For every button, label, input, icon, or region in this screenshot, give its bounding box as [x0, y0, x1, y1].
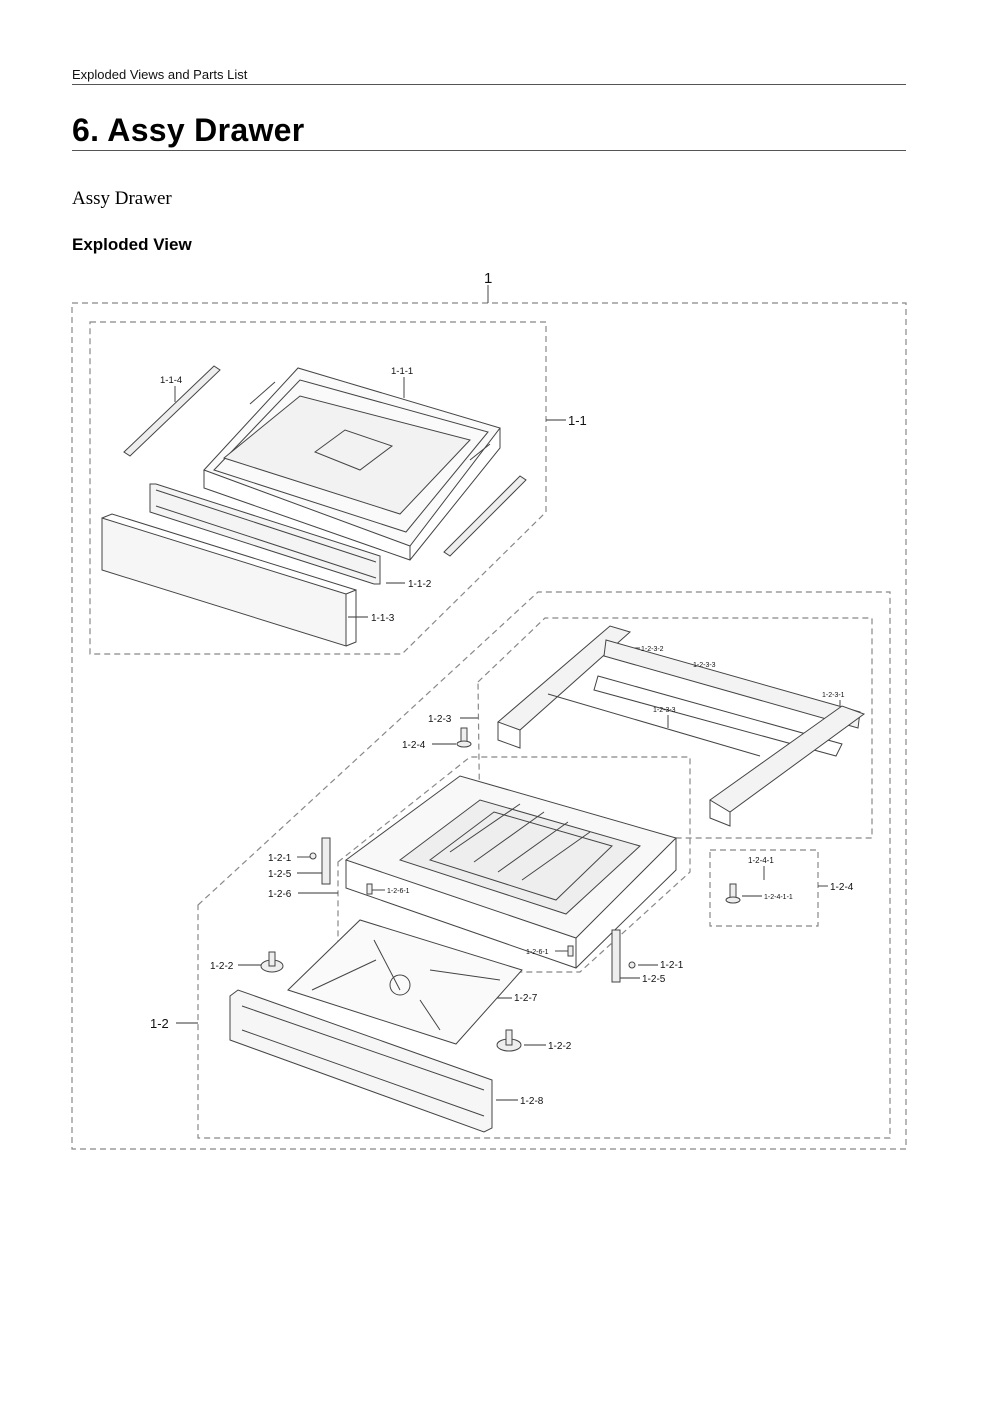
callout-1-1-3: 1-1-3 — [371, 613, 395, 624]
header-rule — [72, 84, 906, 85]
drawer-tray-assembly — [101, 365, 527, 647]
callout-1-2-3-3-upper: 1-2-3-3 — [693, 662, 716, 669]
callout-1-2-6-1-right: 1-2-6-1 — [526, 949, 549, 956]
callout-1-2-1-right: 1-2-1 — [660, 960, 684, 971]
callout-1-2-2-right: 1-2-2 — [548, 1041, 572, 1052]
callout-1-2-7: 1-2-7 — [514, 993, 538, 1004]
callout-1-2: 1-2 — [150, 1016, 169, 1031]
callout-1-2-4-right: 1-2-4 — [830, 882, 854, 893]
group-1-2-boundary — [197, 591, 891, 1139]
callout-1: 1 — [484, 270, 492, 287]
small-parts — [260, 727, 741, 1052]
callout-1-2-3: 1-2-3 — [428, 714, 452, 725]
callout-labels: 1 1-1 1-1-1 1-1-2 1-1-3 1-1-4 1-2 1-2-1 … — [150, 270, 854, 1107]
callout-1-1-1: 1-1-1 — [391, 366, 413, 377]
cabinet-body-assembly — [344, 775, 677, 969]
front-frame — [229, 989, 493, 1133]
chapter-title: 6. Assy Drawer — [72, 112, 305, 148]
exploded-view-heading: Exploded View — [72, 235, 192, 254]
running-header: Exploded Views and Parts List — [72, 67, 248, 82]
leader-lines — [174, 285, 841, 1101]
callout-1-1-4: 1-1-4 — [160, 375, 182, 386]
callout-1-2-4-left: 1-2-4 — [402, 740, 426, 751]
callout-1-2-8: 1-2-8 — [520, 1096, 544, 1107]
callout-1-2-2-left: 1-2-2 — [210, 961, 234, 972]
callout-1-2-3-3-lower: 1-2-3-3 — [653, 707, 676, 714]
callout-1-2-1-left: 1-2-1 — [268, 853, 292, 864]
callout-1-2-3-1: 1-2-3-1 — [822, 692, 845, 699]
callout-1-1: 1-1 — [568, 413, 587, 428]
callout-1-2-4-1: 1-2-4-1 — [748, 856, 774, 865]
section-name: Assy Drawer — [72, 188, 172, 209]
callout-1-2-6: 1-2-6 — [268, 889, 292, 900]
callout-1-2-4-1-1: 1-2-4-1-1 — [764, 894, 793, 901]
base-plate — [287, 919, 523, 1045]
callout-1-2-6-1-left: 1-2-6-1 — [387, 888, 410, 895]
callout-1-2-3-2: 1-2-3-2 — [641, 646, 664, 653]
support-frame-assembly — [497, 625, 866, 827]
group-1-1-boundary — [89, 321, 547, 655]
title-rule — [72, 150, 906, 151]
callout-1-1-2: 1-1-2 — [408, 579, 432, 590]
group-1-2-4-boundary — [709, 849, 819, 927]
callout-1-2-5-right: 1-2-5 — [642, 974, 666, 985]
callout-1-2-5-left: 1-2-5 — [268, 869, 292, 880]
